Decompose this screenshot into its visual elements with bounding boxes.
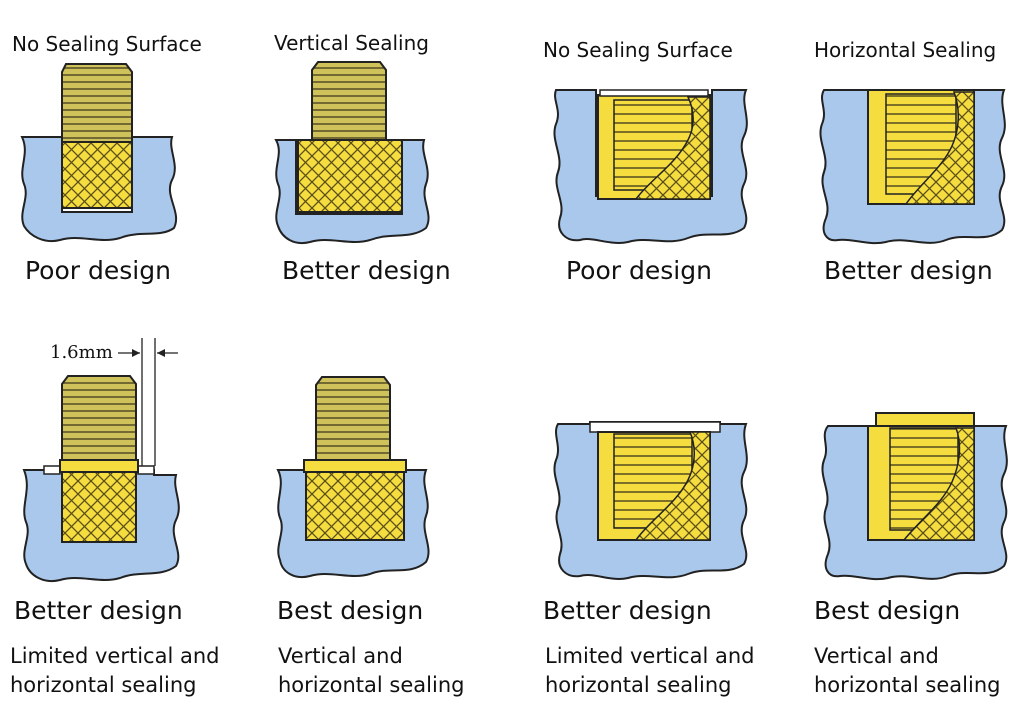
- knurl-cutaway: [634, 96, 711, 200]
- knurled-body: [61, 141, 133, 209]
- verdict-label: Better design: [543, 596, 712, 625]
- description-label: Vertical and horizontal sealing: [814, 644, 1001, 697]
- sealing-gap: [43, 465, 61, 475]
- top-gap: [599, 89, 709, 97]
- top-label: Horizontal Sealing: [814, 38, 997, 62]
- knurl-cutaway: [904, 91, 975, 205]
- verdict-label: Poor design: [566, 256, 712, 285]
- knurl-cutaway: [902, 427, 975, 541]
- knurled-body: [305, 471, 405, 541]
- verdict-label: Poor design: [25, 256, 171, 285]
- verdict-label: Best design: [277, 596, 424, 625]
- top-label: No Sealing Surface: [12, 32, 202, 56]
- material-block: [20, 136, 177, 242]
- dimension-label: 1.6mm: [50, 342, 113, 363]
- panel-1-illustration: [20, 63, 177, 242]
- bore-threads: [613, 99, 693, 191]
- flange: [59, 459, 139, 473]
- sealing-gap: [137, 465, 155, 475]
- verdict-label: Better design: [824, 256, 993, 285]
- flange: [875, 412, 975, 427]
- panel-2-illustration: [274, 61, 430, 244]
- description-label: Vertical and horizontal sealing: [278, 644, 465, 697]
- knurled-body: [61, 471, 137, 543]
- verdict-label: Best design: [814, 596, 961, 625]
- threaded-stem: [61, 63, 133, 143]
- flange: [303, 459, 407, 473]
- top-label: Vertical Sealing: [274, 31, 429, 55]
- description-label: Limited vertical and horizontal sealing: [10, 644, 220, 697]
- threaded-stem: [311, 61, 387, 141]
- panel-7-illustration: [553, 421, 748, 580]
- threaded-stem: [61, 375, 137, 461]
- verdict-label: Better design: [282, 256, 451, 285]
- top-label: No Sealing Surface: [543, 38, 733, 62]
- knurled-collar: [297, 139, 403, 213]
- material-block: [553, 89, 748, 244]
- threaded-stem: [315, 376, 391, 461]
- material-block: [276, 469, 430, 578]
- panel-8-illustration: [821, 412, 1008, 581]
- knurl-cutaway: [634, 431, 711, 541]
- panel-4-illustration: [819, 89, 1006, 245]
- description-label: Limited vertical and horizontal sealing: [545, 644, 755, 697]
- verdict-label: Better design: [14, 596, 183, 625]
- panel-3-illustration: [553, 89, 748, 244]
- material-block: [274, 139, 430, 244]
- panel-5-illustration: [22, 338, 180, 582]
- panel-6-illustration: [276, 376, 430, 578]
- sealing-gap: [589, 421, 721, 433]
